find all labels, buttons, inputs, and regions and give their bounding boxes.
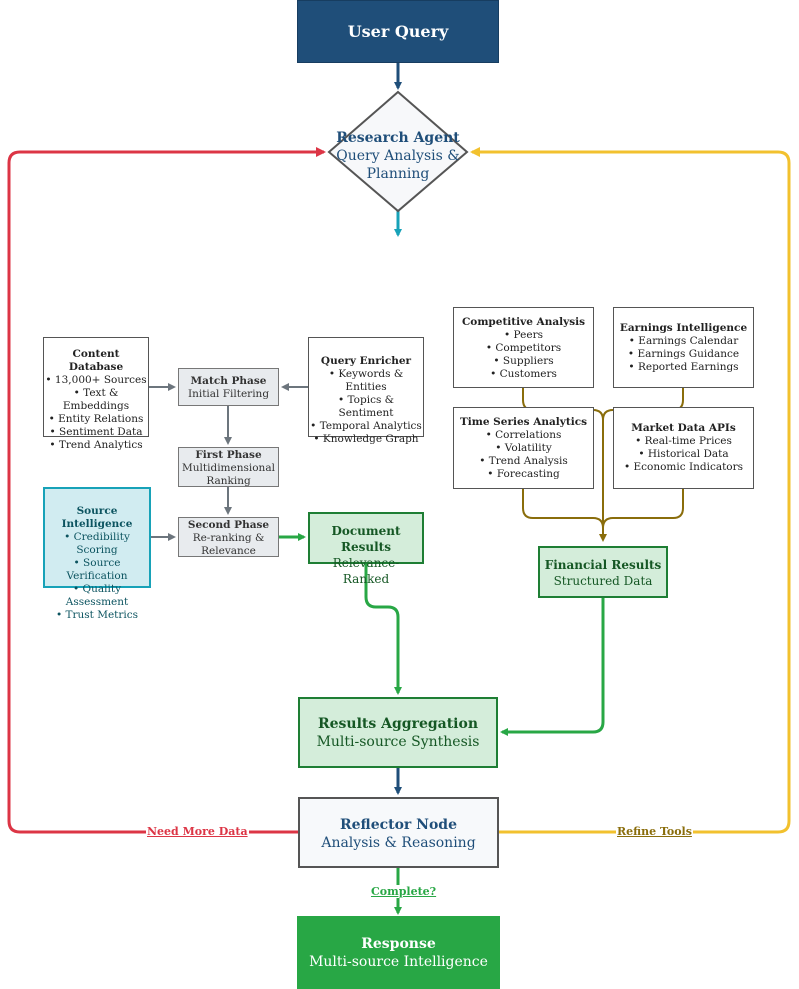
user-query-node: User Query bbox=[297, 0, 499, 63]
financial-results-title: Financial Results bbox=[544, 558, 662, 572]
financial-results-line1: Structured Data bbox=[553, 574, 653, 588]
market-item: • Real-time Prices bbox=[635, 435, 732, 447]
query-enricher-node: Query Enricher • Keywords & Entities • T… bbox=[308, 337, 424, 445]
edge-docresults-to-aggregation bbox=[364, 564, 402, 695]
user-query-label: User Query bbox=[347, 22, 449, 41]
query-enricher-item: • Knowledge Graph bbox=[313, 433, 419, 445]
first-phase-node: First Phase Multidimensional Ranking bbox=[178, 447, 279, 487]
edge-financial-to-aggregation bbox=[500, 598, 605, 736]
response-title: Response bbox=[361, 936, 436, 952]
reflector-node: Reflector Node Analysis & Reasoning bbox=[298, 797, 499, 868]
competitive-item: • Competitors bbox=[485, 342, 562, 354]
timeseries-item: • Correlations bbox=[485, 429, 562, 441]
research-agent-title: Research Agent bbox=[336, 130, 460, 146]
source-intel-item: • Credibility Scoring bbox=[64, 531, 130, 556]
content-database-node: Content Database • 13,000+ Sources • Tex… bbox=[43, 337, 149, 451]
reflector-line1: Analysis & Reasoning bbox=[321, 835, 476, 851]
second-phase-line2: Relevance bbox=[201, 545, 256, 557]
edge-refine-tools bbox=[470, 147, 791, 834]
results-aggregation-node: Results Aggregation Multi-source Synthes… bbox=[298, 697, 498, 768]
second-phase-title: Second Phase bbox=[187, 519, 270, 531]
source-intelligence-node: Source Intelligence • Credibility Scorin… bbox=[43, 487, 151, 621]
source-intel-title: Source Intelligence bbox=[61, 505, 133, 530]
complete-label: Complete? bbox=[370, 885, 438, 898]
first-phase-line1: Multidimensional bbox=[182, 462, 275, 474]
aggregation-line1: Multi-source Synthesis bbox=[316, 734, 480, 750]
market-data-node: Market Data APIs • Real-time Prices • Hi… bbox=[613, 407, 754, 489]
timeseries-item: • Trend Analysis bbox=[479, 455, 568, 467]
earnings-title: Earnings Intelligence bbox=[619, 322, 748, 334]
research-agent-line2: Planning bbox=[366, 166, 430, 182]
response-line1: Multi-source Intelligence bbox=[309, 954, 488, 970]
content-db-item: • Sentiment Data bbox=[49, 426, 143, 438]
content-db-item: • Text & Embeddings bbox=[62, 387, 130, 412]
aggregation-title: Results Aggregation bbox=[317, 716, 479, 732]
document-results-node: Document Results Relevance-Ranked bbox=[308, 512, 424, 586]
competitive-item: • Customers bbox=[490, 368, 557, 380]
match-phase-line1: Initial Filtering bbox=[187, 388, 270, 400]
match-phase-title: Match Phase bbox=[190, 375, 267, 387]
reflector-title: Reflector Node bbox=[339, 817, 458, 833]
market-item: • Economic Indicators bbox=[623, 461, 744, 473]
earnings-intelligence-node: Earnings Intelligence • Earnings Calenda… bbox=[613, 307, 754, 388]
time-series-node: Time Series Analytics • Correlations • V… bbox=[453, 407, 594, 489]
source-intel-item: • Trust Metrics bbox=[55, 609, 139, 621]
earnings-item: • Earnings Calendar bbox=[628, 335, 739, 347]
query-enricher-item: • Keywords & Entities bbox=[328, 368, 404, 393]
doc-results-title: Document Results bbox=[331, 524, 401, 554]
refine-tools-label: Refine Tools bbox=[616, 825, 693, 838]
timeseries-title: Time Series Analytics bbox=[459, 416, 588, 428]
competitive-analysis-node: Competitive Analysis • Peers • Competito… bbox=[453, 307, 594, 388]
second-phase-node: Second Phase Re-ranking & Relevance bbox=[178, 517, 279, 557]
match-phase-node: Match Phase Initial Filtering bbox=[178, 368, 279, 406]
competitive-item: • Peers bbox=[504, 329, 543, 341]
research-agent-line1: Query Analysis & bbox=[336, 148, 460, 164]
content-db-item: • Entity Relations bbox=[48, 413, 144, 425]
first-phase-title: First Phase bbox=[195, 449, 262, 461]
content-db-title: Content Database bbox=[68, 348, 124, 373]
query-enricher-item: • Topics & Sentiment bbox=[337, 394, 395, 419]
query-enricher-title: Query Enricher bbox=[320, 355, 412, 367]
response-node: Response Multi-source Intelligence bbox=[297, 916, 500, 989]
content-db-item: • Trend Analytics bbox=[49, 439, 143, 451]
edge-need-more-data bbox=[7, 147, 326, 834]
earnings-item: • Earnings Guidance bbox=[627, 348, 740, 360]
competitive-title: Competitive Analysis bbox=[461, 316, 586, 328]
market-title: Market Data APIs bbox=[631, 422, 736, 434]
need-more-data-label: Need More Data bbox=[146, 825, 249, 838]
source-intel-item: • Quality Assessment bbox=[65, 583, 129, 608]
query-enricher-item: • Temporal Analytics bbox=[310, 420, 422, 432]
competitive-item: • Suppliers bbox=[493, 355, 554, 367]
source-intel-item: • Source Verification bbox=[66, 557, 128, 582]
timeseries-item: • Volatility bbox=[495, 442, 552, 454]
content-db-item: • 13,000+ Sources bbox=[45, 374, 147, 386]
research-agent-diamond bbox=[327, 90, 469, 213]
timeseries-item: • Forecasting bbox=[487, 468, 560, 480]
edge-market-merge bbox=[602, 489, 684, 529]
edge-timeseries-merge bbox=[522, 489, 604, 529]
earnings-item: • Reported Earnings bbox=[628, 361, 739, 373]
financial-results-node: Financial Results Structured Data bbox=[538, 546, 668, 598]
first-phase-line2: Ranking bbox=[206, 475, 251, 487]
doc-results-line1: Relevance-Ranked bbox=[332, 556, 400, 586]
market-item: • Historical Data bbox=[638, 448, 729, 460]
second-phase-line1: Re-ranking & bbox=[192, 532, 265, 544]
research-agent-node: Research Agent Query Analysis & Planning bbox=[329, 129, 467, 183]
